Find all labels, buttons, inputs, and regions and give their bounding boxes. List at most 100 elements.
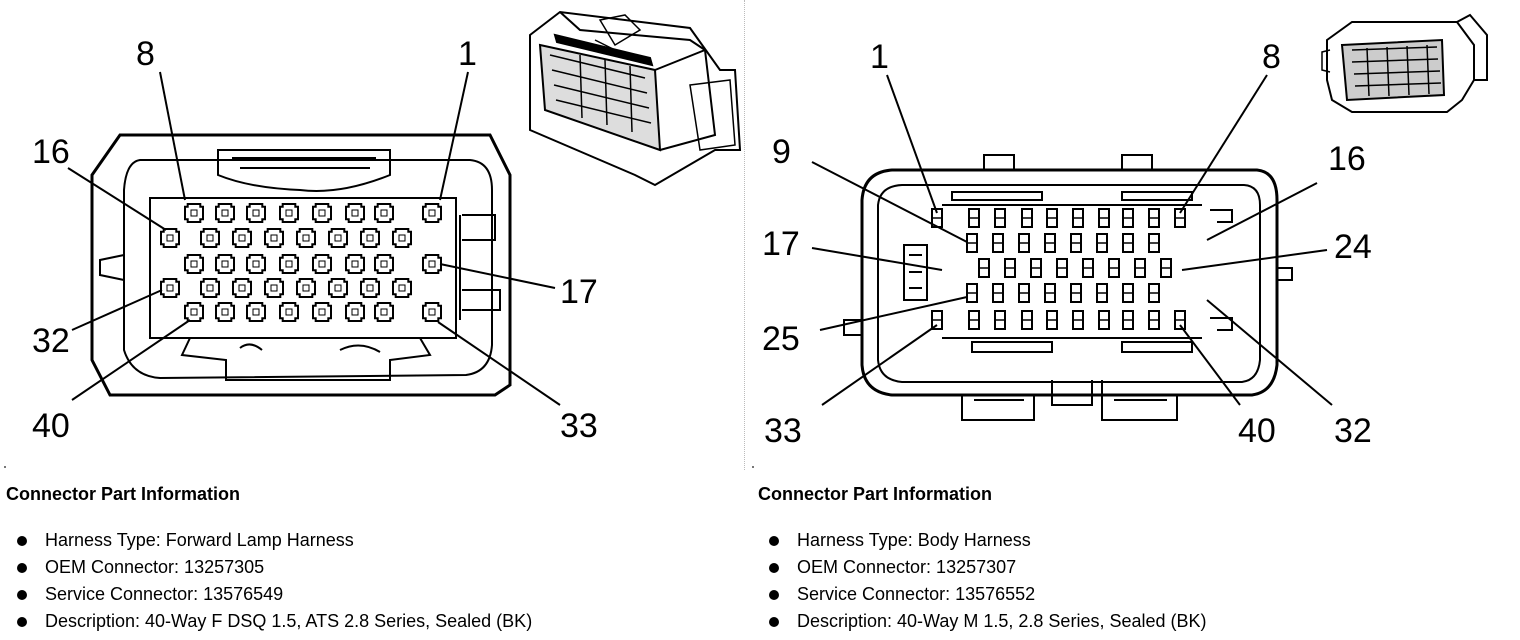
- male-face-outline: [877, 184, 1261, 383]
- female-info-service-connector: Service Connector: 13576549: [6, 581, 746, 608]
- cavity: [345, 302, 365, 322]
- cavity-center: [166, 234, 174, 242]
- female-callout-pin-16: 16: [32, 133, 70, 171]
- female-left-tab: [99, 254, 125, 281]
- cavity: [422, 203, 442, 223]
- cavity: [215, 203, 235, 223]
- cavity-center: [252, 308, 260, 316]
- male-top-bumps: [983, 154, 1153, 170]
- cavity: [279, 302, 299, 322]
- cavity: [360, 228, 380, 248]
- female-right-tabs: [459, 214, 501, 320]
- cavity: [312, 254, 332, 274]
- bullet-icon: [769, 590, 779, 600]
- female-info-title: Connector Part Information: [6, 484, 241, 504]
- cavity-center: [270, 284, 278, 292]
- cavity-center: [351, 308, 359, 316]
- male-callout-pin-1: 1: [870, 38, 889, 76]
- male-right-detail: [1210, 209, 1233, 331]
- right-connector-panel: 1 8 9 16 17 24 25 33 40 32 Connector Par…: [752, 0, 1520, 640]
- cavity: [215, 254, 235, 274]
- male-bottom-rails: [942, 337, 1202, 353]
- male-callout-pin-8: 8: [1262, 38, 1281, 76]
- male-callout-pin-24: 24: [1334, 228, 1372, 266]
- cavity-center: [221, 260, 229, 268]
- cavity: [264, 228, 284, 248]
- cavity: [200, 228, 220, 248]
- cavity: [296, 228, 316, 248]
- cavity-center: [366, 284, 374, 292]
- cavity-center: [351, 260, 359, 268]
- female-callout-pin-32: 32: [32, 322, 70, 360]
- male-info-title: Connector Part Information: [758, 484, 993, 504]
- cavity-center: [285, 308, 293, 316]
- male-connector-diagram: 1 8 9 16 17 24 25 33 40 32: [762, 13, 1488, 450]
- female-info-list: Harness Type: Forward Lamp Harness OEM C…: [6, 527, 746, 635]
- panel-divider: [744, 0, 746, 470]
- female-callout-pin-33: 33: [560, 407, 598, 445]
- cavity-center: [238, 284, 246, 292]
- cavity: [345, 203, 365, 223]
- cavity-center: [166, 284, 174, 292]
- male-connector-3d-illustration: [1321, 13, 1488, 113]
- female-cavity-group: [160, 203, 442, 322]
- cavity: [232, 228, 252, 248]
- cavity: [312, 203, 332, 223]
- cavity: [360, 278, 380, 298]
- cavity-center: [190, 209, 198, 217]
- cavity-center: [252, 260, 260, 268]
- female-connector-3d-illustration: [529, 10, 742, 187]
- cavity: [160, 278, 180, 298]
- female-callout-pin-1: 1: [458, 35, 477, 73]
- cavity-center: [366, 234, 374, 242]
- bullet-icon: [769, 536, 779, 546]
- bullet-icon: [769, 617, 779, 627]
- bullet-icon: [17, 590, 27, 600]
- cavity: [215, 302, 235, 322]
- cavity: [246, 203, 266, 223]
- male-info-list: Harness Type: Body Harness OEM Connector…: [758, 527, 1498, 635]
- cavity: [312, 302, 332, 322]
- cavity: [328, 278, 348, 298]
- cavity-center: [190, 308, 198, 316]
- male-left-step: [843, 319, 862, 336]
- male-pin-group: [931, 208, 1186, 330]
- cavity-center: [428, 209, 436, 217]
- male-callout-pin-33: 33: [764, 412, 802, 450]
- male-right-nub: [1277, 267, 1293, 281]
- cavity-center: [206, 234, 214, 242]
- cavity: [184, 203, 204, 223]
- male-connector-info: Connector Part Information Harness Type:…: [758, 484, 1498, 635]
- male-callout-pin-25: 25: [762, 320, 800, 358]
- cavity-center: [398, 284, 406, 292]
- cavity: [392, 228, 412, 248]
- cavity-center: [380, 308, 388, 316]
- cavity-center: [380, 260, 388, 268]
- female-callout-pin-17: 17: [560, 273, 598, 311]
- cavity: [374, 302, 394, 322]
- cavity: [184, 254, 204, 274]
- cavity: [279, 254, 299, 274]
- corner-mark: [752, 466, 754, 468]
- cavity: [264, 278, 284, 298]
- cavity-center: [398, 234, 406, 242]
- cavity: [279, 203, 299, 223]
- female-leader-lines: [67, 71, 561, 406]
- bullet-icon: [769, 563, 779, 573]
- bullet-icon: [17, 563, 27, 573]
- bullet-icon: [17, 536, 27, 546]
- cavity-center: [428, 308, 436, 316]
- left-connector-panel: 8 1 16 17 32 40 33 Connector Part Inform…: [0, 0, 752, 640]
- male-info-description: Description: 40-Way M 1.5, 2.8 Series, S…: [758, 608, 1498, 635]
- male-top-rails: [942, 191, 1202, 206]
- cavity: [374, 203, 394, 223]
- cavity: [422, 302, 442, 322]
- cavity-center: [285, 260, 293, 268]
- cavity-center: [252, 209, 260, 217]
- cavity-center: [206, 284, 214, 292]
- female-bottom-latch: [180, 337, 432, 381]
- cavity: [345, 254, 365, 274]
- cavity: [246, 302, 266, 322]
- female-info-description: Description: 40-Way F DSQ 1.5, ATS 2.8 S…: [6, 608, 746, 635]
- cavity-center: [334, 234, 342, 242]
